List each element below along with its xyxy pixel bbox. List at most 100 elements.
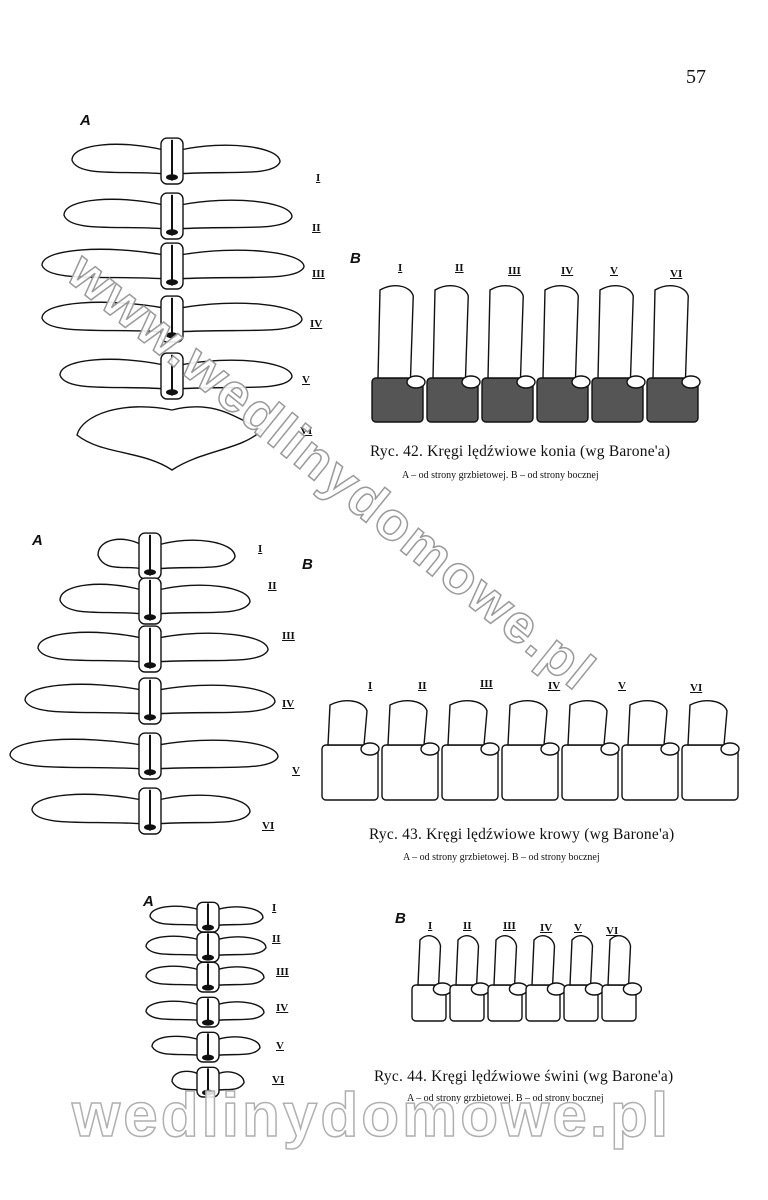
fig44-dorsal-transverse-left-3 xyxy=(145,965,201,987)
fig43-a-roman-5: V xyxy=(292,765,300,777)
fig42-dorsal-sacrum xyxy=(76,406,264,471)
fig44-lateral-process-1 xyxy=(432,982,453,996)
fig42-dorsal-transverse-left-5 xyxy=(59,358,165,390)
fig42-b-roman-1: I xyxy=(398,262,403,274)
fig42-caption: Ryc. 42. Kręgi lędźwiowe konia (wg Baron… xyxy=(370,443,671,460)
fig43-lateral-process-6 xyxy=(660,742,680,756)
fig44-lateral-spinous-4 xyxy=(531,935,556,986)
fig43-a-roman-4: IV xyxy=(282,698,295,710)
fig43-b-roman-2: II xyxy=(418,680,427,692)
watermark-bottom: wedlinydomowe.pl xyxy=(71,1080,672,1151)
fig44-b-roman-5: V xyxy=(574,922,582,934)
fig42-b-roman-6: VI xyxy=(670,268,683,280)
fig44-subcaption: A – od strony grzbietowej. B – od strony… xyxy=(407,1093,604,1104)
fig42-a-roman-6: VI xyxy=(300,425,313,437)
fig43-dorsal-transverse-right-2 xyxy=(157,584,251,615)
fig44-lateral-spinous-1 xyxy=(417,935,442,986)
fig44-a-roman-3: III xyxy=(276,966,289,978)
fig43-subcaption: A – od strony grzbietowej. B – od strony… xyxy=(403,852,600,863)
fig44-dorsal-transverse-right-3 xyxy=(215,966,265,987)
fig43-dorsal-transverse-right-3 xyxy=(157,632,269,663)
fig43-label-b: B xyxy=(302,556,313,573)
fig43-caption: Ryc. 43. Kręgi lędźwiowe krowy (wg Baron… xyxy=(369,826,675,843)
fig43-lateral-process-1 xyxy=(360,742,380,756)
fig42-b-roman-5: V xyxy=(610,265,618,277)
fig43-b-roman-1: I xyxy=(368,680,373,692)
fig42-label-a: A xyxy=(80,112,91,129)
fig43-dorsal-transverse-left-2 xyxy=(59,583,143,615)
fig44-lateral-spinous-5 xyxy=(569,935,594,986)
fig43-dorsal-transverse-left-1 xyxy=(97,538,143,570)
fig44-caption: Ryc. 44. Kręgi lędźwiowe świni (wg Baron… xyxy=(374,1068,674,1085)
fig42-dorsal-transverse-left-1 xyxy=(71,143,165,175)
fig44-dorsal-transverse-left-1 xyxy=(149,905,201,927)
fig42-b-roman-3: III xyxy=(508,265,521,277)
fig44-a-roman-4: IV xyxy=(276,1002,289,1014)
fig43-b-roman-5: V xyxy=(618,680,626,692)
fig42-dorsal-transverse-right-3 xyxy=(179,249,305,280)
fig43-lateral-spinous-7 xyxy=(687,700,728,746)
fig42-lateral-spinous-1 xyxy=(377,285,414,379)
fig43-label-a: A xyxy=(32,532,43,549)
fig43-lateral-process-4 xyxy=(540,742,560,756)
fig42-lateral-process-4 xyxy=(571,375,591,389)
fig43-a-roman-3: III xyxy=(282,630,295,642)
fig43-dorsal-transverse-right-1 xyxy=(157,539,236,570)
fig44-a-roman-5: V xyxy=(276,1040,284,1052)
fig42-b-roman-4: IV xyxy=(561,265,574,277)
fig44-a-roman-1: I xyxy=(272,902,277,914)
fig44-a-roman-6: VI xyxy=(272,1074,285,1086)
fig42-lateral-spinous-5 xyxy=(597,285,634,379)
fig44-dorsal-transverse-left-6 xyxy=(171,1070,201,1092)
fig43-dorsal-transverse-right-5 xyxy=(157,739,279,770)
fig44-dorsal-transverse-right-2 xyxy=(215,936,267,957)
fig42-a-roman-2: II xyxy=(312,222,321,234)
fig44-b-roman-3: III xyxy=(503,920,516,932)
fig43-lateral-process-2 xyxy=(420,742,440,756)
fig42-lateral-process-1 xyxy=(406,375,426,389)
fig44-lateral-process-5 xyxy=(584,982,605,996)
fig44-a-roman-2: II xyxy=(272,933,281,945)
fig43-a-roman-6: VI xyxy=(262,820,275,832)
fig44-dorsal-transverse-left-5 xyxy=(151,1035,201,1057)
fig44-dorsal-transverse-right-4 xyxy=(215,1001,265,1022)
fig43-a-roman-1: I xyxy=(258,543,263,555)
page-number: 57 xyxy=(686,66,706,88)
fig42-lateral-spinous-4 xyxy=(542,285,579,379)
fig42-dorsal-transverse-right-2 xyxy=(179,199,293,230)
fig44-lateral-process-4 xyxy=(546,982,567,996)
fig43-dorsal-transverse-left-6 xyxy=(31,793,143,825)
fig43-lateral-process-7 xyxy=(720,742,740,756)
fig44-lateral-spinous-3 xyxy=(493,935,518,986)
fig42-lateral-process-2 xyxy=(461,375,481,389)
fig42-label-b: B xyxy=(350,250,361,267)
fig44-lateral-process-2 xyxy=(470,982,491,996)
fig44-label-b: B xyxy=(395,910,406,927)
fig42-a-roman-5: V xyxy=(302,374,310,386)
fig42-dorsal-transverse-left-4 xyxy=(41,301,165,333)
fig42-lateral-spinous-3 xyxy=(487,285,524,379)
fig43-lateral-spinous-6 xyxy=(627,700,668,746)
fig42-lateral-spinous-2 xyxy=(432,285,469,379)
fig44-b-roman-6: VI xyxy=(606,925,619,937)
fig43-lateral-spinous-5 xyxy=(567,700,608,746)
fig42-dorsal-transverse-left-3 xyxy=(41,248,165,280)
fig43-lateral-process-3 xyxy=(480,742,500,756)
fig42-lateral-process-6 xyxy=(681,375,701,389)
fig42-dorsal-transverse-right-4 xyxy=(179,302,303,333)
fig43-lateral-spinous-3 xyxy=(447,700,488,746)
fig43-dorsal-transverse-left-5 xyxy=(9,738,143,770)
fig42-dorsal-transverse-right-1 xyxy=(179,144,281,175)
fig43-lateral-spinous-4 xyxy=(507,700,548,746)
fig44-dorsal-transverse-right-6 xyxy=(215,1071,245,1092)
fig44-dorsal-transverse-right-5 xyxy=(215,1036,261,1057)
fig42-a-roman-1: I xyxy=(316,172,321,184)
fig43-dorsal-transverse-right-4 xyxy=(157,684,276,715)
fig42-lateral-spinous-6 xyxy=(652,285,689,379)
fig43-b-roman-4: IV xyxy=(548,680,561,692)
fig43-lateral-spinous-1 xyxy=(327,700,368,746)
fig44-lateral-spinous-6 xyxy=(607,935,632,986)
fig43-b-roman-6: VI xyxy=(690,682,703,694)
fig42-dorsal-transverse-left-2 xyxy=(63,198,165,230)
